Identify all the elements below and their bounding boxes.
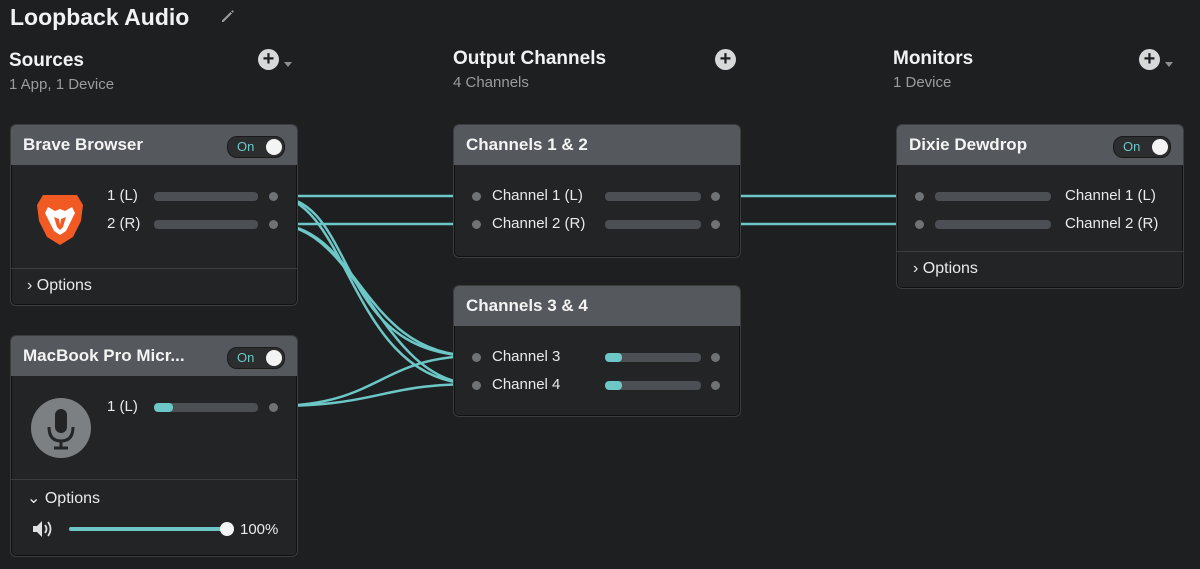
speaker-volume-icon — [33, 521, 52, 537]
output-card-header: Channels 3 & 4 — [454, 286, 740, 326]
level-meter — [935, 192, 1051, 201]
input-port[interactable] — [472, 220, 481, 229]
volume-value: 100% — [240, 521, 279, 538]
card-divider — [11, 479, 297, 480]
monitor-card-dixie-dewdrop: Dixie Dewdrop On Channel 1 (L) Channel 2… — [896, 124, 1184, 289]
wire-brave-l-to-ch3 — [272, 194, 477, 358]
monitor-channel-label: Channel 2 (R) — [1065, 215, 1159, 232]
input-port[interactable] — [915, 192, 924, 201]
source-toggle[interactable]: On — [227, 136, 285, 158]
level-meter-fill — [154, 403, 173, 412]
output-port[interactable] — [269, 403, 278, 412]
options-label: Options — [44, 490, 100, 507]
source-channel-label: 2 (R) — [107, 215, 141, 232]
output-card-channels-3-4: Channels 3 & 4 Channel 3 Channel 4 — [453, 285, 741, 417]
output-name: Channels 3 & 4 — [466, 296, 588, 315]
add-monitor-dropdown-icon[interactable] — [1165, 62, 1173, 67]
level-meter — [154, 403, 258, 412]
add-source-dropdown-icon[interactable] — [284, 62, 292, 67]
level-meter — [605, 353, 701, 362]
outputs-header: Output Channels 4 Channels — [453, 48, 606, 91]
source-channel-label: 1 (L) — [107, 398, 138, 415]
monitor-channel-label: Channel 1 (L) — [1065, 187, 1156, 204]
source-toggle[interactable]: On — [227, 347, 285, 369]
add-output-channel-button[interactable]: + — [715, 49, 736, 70]
add-monitor-button[interactable]: + — [1139, 49, 1160, 70]
volume-slider-fill — [69, 527, 227, 531]
card-divider — [897, 251, 1183, 252]
wire-mic-to-ch4 — [272, 382, 477, 408]
output-port[interactable] — [269, 220, 278, 229]
wire-brave-l-to-ch4 — [272, 194, 477, 386]
toggle-knob — [266, 350, 282, 366]
source-channel-label: 1 (L) — [107, 187, 138, 204]
toggle-label: On — [237, 350, 255, 365]
level-meter — [605, 220, 701, 229]
outputs-subtitle: 4 Channels — [453, 74, 529, 91]
options-disclosure[interactable]: › Options — [27, 277, 92, 295]
output-port[interactable] — [269, 192, 278, 201]
options-disclosure[interactable]: ⌄ Options — [27, 488, 100, 508]
output-name: Channels 1 & 2 — [466, 135, 588, 154]
monitors-header: Monitors 1 Device — [893, 48, 973, 91]
sources-subtitle: 1 App, 1 Device — [9, 76, 115, 93]
volume-slider-track[interactable] — [69, 527, 227, 531]
source-card-brave: Brave Browser On 1 (L) 2 (R) › Options — [10, 124, 298, 306]
level-meter-fill — [605, 381, 623, 390]
monitor-card-header: Dixie Dewdrop On — [897, 125, 1183, 165]
output-port[interactable] — [711, 220, 720, 229]
volume-slider-thumb[interactable] — [220, 522, 234, 536]
level-meter — [935, 220, 1051, 229]
chevron-right-icon: › — [913, 260, 919, 277]
output-port[interactable] — [711, 192, 720, 201]
chevron-down-icon: ⌄ — [27, 490, 41, 507]
app-title: Loopback Audio — [10, 4, 190, 30]
input-port[interactable] — [915, 220, 924, 229]
input-port[interactable] — [472, 381, 481, 390]
output-port[interactable] — [711, 381, 720, 390]
monitor-name: Dixie Dewdrop — [909, 135, 1028, 154]
pencil-edit-icon[interactable] — [219, 7, 237, 25]
toggle-label: On — [237, 139, 255, 154]
add-source-button[interactable]: + — [258, 49, 279, 70]
sources-header: Sources 1 App, 1 Device — [9, 50, 114, 93]
source-card-header: MacBook Pro Micr... On — [11, 336, 297, 376]
input-port[interactable] — [472, 353, 481, 362]
card-divider — [11, 268, 297, 269]
source-name: Brave Browser — [23, 135, 144, 154]
output-port[interactable] — [711, 353, 720, 362]
microphone-icon — [31, 398, 91, 458]
level-meter — [605, 192, 701, 201]
output-channel-label: Channel 4 — [492, 376, 561, 393]
sources-title: Sources — [9, 50, 84, 71]
level-meter — [154, 192, 258, 201]
outputs-title: Output Channels — [453, 48, 607, 69]
output-card-channels-1-2: Channels 1 & 2 Channel 1 (L) Channel 2 (… — [453, 124, 741, 258]
options-disclosure[interactable]: › Options — [913, 260, 978, 278]
output-channel-label: Channel 3 — [492, 348, 561, 365]
source-card-header: Brave Browser On — [11, 125, 297, 165]
level-meter — [154, 220, 258, 229]
level-meter-fill — [605, 353, 623, 362]
input-port[interactable] — [472, 192, 481, 201]
options-label: Options — [922, 260, 978, 277]
source-card-microphone: MacBook Pro Micr... On 1 (L) ⌄ Options 1… — [10, 335, 298, 557]
brave-lion-icon — [37, 195, 83, 245]
level-meter — [605, 381, 701, 390]
chevron-right-icon: › — [27, 277, 33, 294]
output-channel-label: Channel 2 (R) — [492, 215, 586, 232]
monitors-subtitle: 1 Device — [893, 74, 952, 91]
monitor-toggle[interactable]: On — [1113, 136, 1171, 158]
toggle-knob — [266, 139, 282, 155]
wire-brave-r-to-ch4 — [272, 222, 477, 386]
options-label: Options — [36, 277, 92, 294]
output-card-header: Channels 1 & 2 — [454, 125, 740, 165]
source-name: MacBook Pro Micr... — [23, 346, 185, 365]
monitors-title: Monitors — [893, 48, 974, 69]
wire-mic-to-ch3 — [272, 354, 477, 408]
toggle-knob — [1152, 139, 1168, 155]
toggle-label: On — [1123, 139, 1141, 154]
output-channel-label: Channel 1 (L) — [492, 187, 583, 204]
wire-brave-r-to-ch3 — [272, 222, 477, 358]
